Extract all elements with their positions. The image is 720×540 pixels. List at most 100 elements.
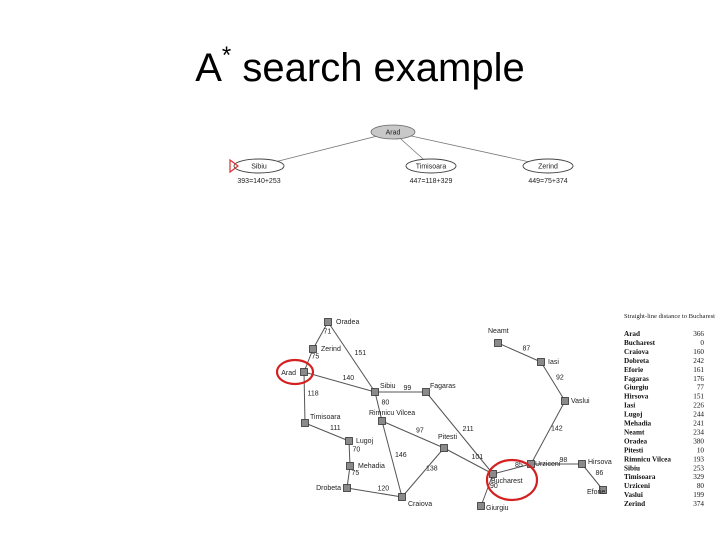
tree-node-label: Sibiu	[251, 164, 267, 171]
city-label-pitesti: Pitesti	[438, 434, 458, 441]
table-row-city: Urziceni	[624, 482, 650, 490]
title-asterisk: *	[221, 42, 232, 69]
tree-node-fvalue: 447=118+329	[410, 178, 453, 185]
city-label-urziceni: Urziceni	[535, 461, 561, 468]
table-row-city: Neamt	[624, 428, 645, 436]
road-timisoara-lugoj	[304, 422, 350, 442]
city-label-sibiu: Sibiu	[380, 383, 396, 390]
city-label-craiova: Craiova	[408, 501, 432, 508]
tree-node-label: Timisoara	[416, 164, 447, 171]
city-node-vaslui	[561, 397, 569, 405]
road-drobeta-craiova	[346, 487, 403, 498]
city-node-mehadia	[346, 462, 354, 470]
table-row-city: Pitesti	[624, 446, 643, 454]
title-rest: search example	[231, 46, 525, 90]
city-label-arad: Arad	[281, 370, 296, 377]
table-row-city: Iasi	[624, 402, 635, 410]
city-node-giurgiu	[477, 502, 485, 510]
table-row-distance: 193	[693, 455, 704, 463]
road-hirsova-eforie	[581, 463, 604, 491]
table-row-city: Dobreta	[624, 357, 649, 365]
table-row-city: Eforie	[624, 366, 643, 374]
road-bucharest-urziceni	[492, 463, 532, 475]
road-distance-label: 90	[490, 483, 498, 490]
road-distance-label: 86	[596, 470, 604, 477]
table-row-distance: 151	[693, 393, 704, 401]
road-distance-label: 97	[416, 428, 424, 435]
tree-edge	[258, 131, 394, 167]
city-label-timisoara: Timisoara	[310, 414, 341, 421]
table-row-distance: 253	[693, 464, 704, 472]
city-node-bucharest	[489, 470, 497, 478]
slide-title: A* search example	[0, 42, 720, 91]
road-distance-label: 92	[556, 375, 564, 382]
table-row-distance: 241	[693, 420, 704, 428]
table-row-distance: 380	[693, 437, 704, 445]
city-node-lugoj	[345, 437, 353, 445]
city-label-eforie: Eforie	[587, 489, 605, 496]
table-row-city: Rimnicu Vilcea	[624, 455, 671, 463]
road-urziceni-vaslui	[530, 400, 566, 465]
table-row-city: Zerind	[624, 500, 645, 508]
tree-node-sibiu	[233, 158, 285, 174]
map-roads	[303, 321, 604, 507]
title-main: A	[195, 46, 222, 90]
road-vaslui-iasi	[540, 361, 566, 402]
city-node-eforie	[599, 486, 607, 494]
city-label-bucharest: Bucharest	[491, 478, 523, 485]
map-cities	[300, 318, 607, 510]
city-label-fagaras: Fagaras	[430, 383, 456, 390]
road-distance-label: 75	[352, 470, 360, 477]
city-node-drobeta	[343, 484, 351, 492]
tree-node-label: Zerind	[538, 164, 558, 171]
expansion-marker-icon	[229, 158, 239, 174]
tree-edge	[392, 131, 549, 167]
city-label-lugoj: Lugoj	[356, 438, 374, 445]
table-row-distance: 242	[693, 357, 704, 365]
city-node-zerind	[309, 345, 317, 353]
road-distance-label: 111	[330, 425, 341, 432]
city-node-timisoara	[301, 419, 309, 427]
tree-node-timisoara	[405, 158, 457, 174]
road-pitesti-bucharest	[443, 447, 494, 475]
road-oradea-zerind	[312, 321, 329, 350]
road-bucharest-giurgiu	[480, 473, 494, 507]
table-row-distance: 80	[697, 482, 705, 490]
table-row-distance: 366	[693, 330, 704, 338]
road-fagaras-bucharest	[425, 391, 494, 475]
table-row-distance: 77	[697, 384, 705, 392]
city-node-neamt	[494, 339, 502, 347]
road-distance-label: 98	[560, 457, 568, 464]
tree-node-fvalue: 393=140+253	[237, 178, 280, 185]
table-row-city: Mehadia	[624, 420, 652, 428]
tree-node-zerind	[522, 158, 574, 174]
search-tree: Arad Sibiu 393=140+253 Timisoara 447=118…	[229, 124, 574, 185]
city-label-giurgiu: Giurgiu	[486, 505, 509, 512]
city-label-mehadia: Mehadia	[358, 463, 385, 470]
road-distance-label: 146	[395, 452, 407, 459]
road-rimnicu-vilcea-craiova	[381, 420, 403, 498]
road-distance-label: 87	[523, 346, 531, 353]
table-row-distance: 329	[693, 473, 704, 481]
city-node-pitesti	[440, 444, 448, 452]
tree-node-fvalue: 449=75+374	[528, 178, 567, 185]
table-row-city: Vaslui	[624, 491, 643, 499]
road-distance-label: 99	[404, 385, 412, 392]
road-distance-label: 140	[343, 375, 355, 382]
table-row-city: Timisoara	[624, 473, 656, 481]
tree-root-node	[370, 124, 416, 140]
city-node-rimnicu-vilcea	[378, 417, 386, 425]
city-label-vaslui: Vaslui	[571, 398, 590, 405]
road-craiova-pitesti	[401, 447, 445, 498]
city-node-craiova	[398, 493, 406, 501]
table-row-city: Oradea	[624, 437, 648, 445]
road-distance-label: 71	[324, 329, 332, 336]
road-distance-label: 211	[463, 426, 474, 433]
city-label-neamt: Neamt	[488, 328, 509, 335]
table-row-city: Giurgiu	[624, 384, 648, 392]
table-row-city: Arad	[624, 330, 640, 338]
table-row-distance: 0	[700, 339, 704, 347]
road-sibiu-rimnicu-vilcea	[374, 391, 383, 422]
